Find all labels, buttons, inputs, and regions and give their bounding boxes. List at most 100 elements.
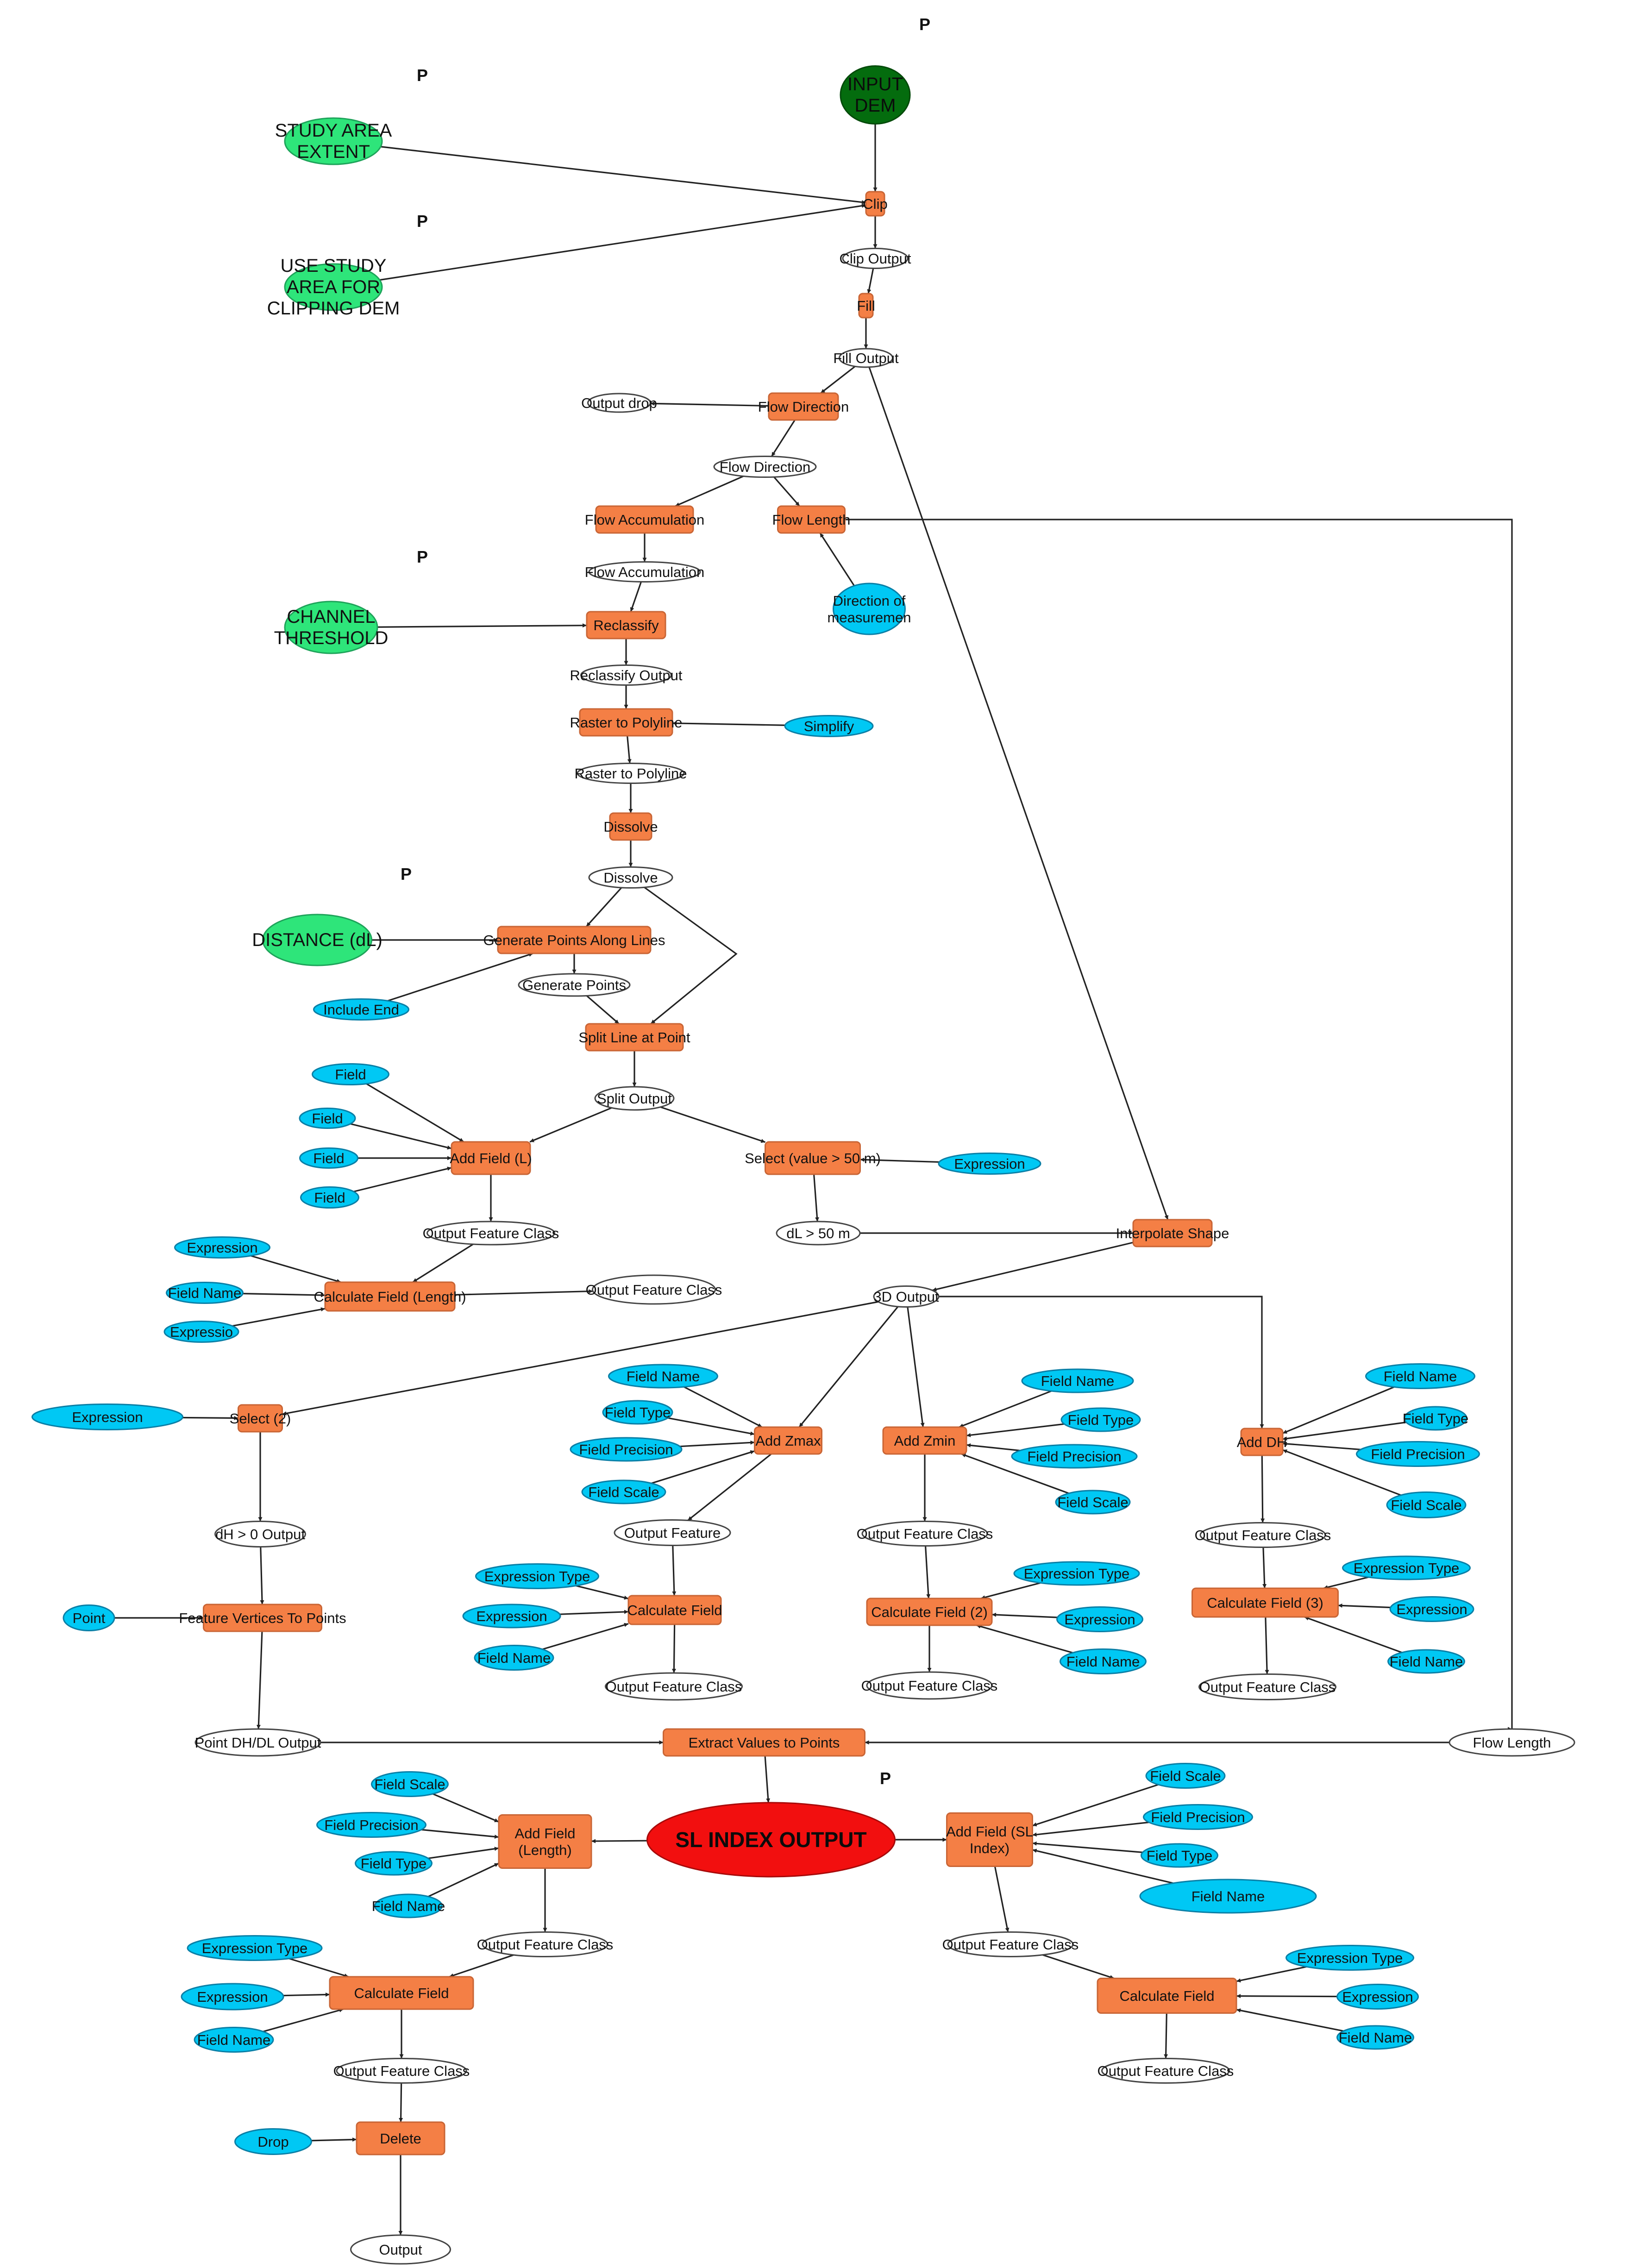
node-out-fc-cf: Output Feature Class <box>605 1672 743 1701</box>
node-add-dh: Add DH <box>1237 1428 1287 1456</box>
connector-zmax-field-precision-to-add-zmax <box>680 1440 755 1447</box>
node-calc-field: Calculate Field <box>627 1595 722 1625</box>
node-ellipse <box>1013 1561 1140 1586</box>
node-ellipse <box>374 1893 443 1918</box>
node-label: Flow Direction <box>758 399 849 415</box>
node-ellipse <box>1060 1648 1147 1674</box>
connector-feature-vertices-to-point-dhdl <box>256 1631 263 1729</box>
node-ellipse <box>300 1186 359 1209</box>
node-add-field-l: Add Field (L) <box>450 1141 532 1175</box>
connector-field-1-to-add-field-l <box>366 1083 464 1143</box>
node-label: Field <box>335 1066 366 1083</box>
node-ellipse <box>614 1519 731 1546</box>
process-box <box>768 392 839 421</box>
node-ellipse <box>284 601 378 654</box>
connector-cf3-expression-type-to-calc-field-3 <box>1323 1576 1369 1590</box>
connector-afl-field-scale-to-add-field-length <box>433 1793 499 1823</box>
node-ellipse <box>842 248 909 269</box>
node-cf2-field-name: Field Name <box>1060 1648 1147 1674</box>
node-afl-field-name: Field Name <box>372 1893 445 1918</box>
node-label: Flow Accumulation <box>585 564 704 580</box>
node-dh-field-precision: Field Precision <box>1356 1441 1480 1467</box>
node-label: Fill Output <box>833 350 899 366</box>
node-label: Delete <box>380 2130 421 2147</box>
node-label: Field <box>314 1190 345 1206</box>
node-ellipse <box>1101 2058 1230 2084</box>
node-ellipse <box>474 1645 554 1671</box>
node-label: Expression Type <box>202 1940 308 1956</box>
node-cfsl-expression: Expression <box>1336 1984 1419 2010</box>
node-field-3: Field <box>299 1147 358 1169</box>
process-box <box>329 1976 474 2010</box>
node-ellipse <box>570 1437 683 1462</box>
node-label: Field Scale <box>374 1776 445 1792</box>
node-label: Dissolve <box>603 870 658 886</box>
connector-cf2-expression-to-calc-field-2 <box>991 1612 1058 1618</box>
connector-out-fc-l-to-calc-field-length <box>412 1243 474 1283</box>
node-cfsl-field-name: Field Name <box>1336 2025 1414 2050</box>
connector-zmax-field-name-to-add-zmax <box>684 1386 763 1428</box>
node-ellipse <box>31 1403 183 1430</box>
node-label: Calculate Field (3) <box>1207 1595 1323 1611</box>
node-label: Output Feature Class <box>606 1679 742 1695</box>
node-label: Field Name <box>168 1285 242 1301</box>
connector-dh-field-type-to-add-dh <box>1282 1422 1406 1441</box>
connector-fill-output-to-interpolate-shape <box>868 367 1169 1220</box>
node-ellipse <box>462 1604 561 1629</box>
node-label: Field Scale <box>1057 1494 1128 1510</box>
node-output-3d: 3D Output <box>873 1285 940 1308</box>
node-label: Point <box>73 1610 106 1626</box>
node-dh-output: dH > 0 Output <box>214 1521 306 1548</box>
node-field-2: Field <box>299 1108 356 1129</box>
node-ellipse <box>784 715 874 737</box>
node-label: Output Feature Class <box>1199 1679 1336 1695</box>
node-ellipse <box>873 1285 940 1308</box>
connector-extract-values-to-sl-index-output <box>764 1755 771 1803</box>
node-reclassify-output: Reclassify Output <box>570 664 683 686</box>
connector-afl-field-precision-to-add-field-length <box>421 1829 499 1839</box>
node-label: Raster to Polyline <box>575 765 687 782</box>
connector-out-fc-dh-to-calc-field-3 <box>1262 1547 1267 1589</box>
node-zmin-field-name: Field Name <box>1021 1368 1134 1393</box>
node-ellipse <box>181 1983 284 2011</box>
node-label: Calculate Field (2) <box>871 1604 988 1620</box>
node-ellipse <box>839 348 893 368</box>
connector-cfl-field-name-to-calc-field-l <box>263 2008 344 2032</box>
node-label: Generate Points <box>522 977 626 993</box>
node-afsl-field-precision: Field Precision <box>1143 1804 1253 1830</box>
node-ellipse <box>580 664 672 686</box>
connector-clip-output-to-fill <box>867 268 874 294</box>
node-ellipse <box>1286 1945 1414 1971</box>
process-box <box>238 1404 283 1433</box>
node-generate-points-out: Generate Points <box>518 973 631 997</box>
node-afsl-field-scale: Field Scale <box>1145 1763 1226 1789</box>
node-label: dH > 0 Output <box>215 1526 305 1542</box>
node-label: Field Type <box>1403 1410 1468 1427</box>
process-box <box>946 1812 1033 1867</box>
node-out-fc-afl: Output Feature Class <box>477 1931 614 1957</box>
connector-dh-output-to-feature-vertices <box>260 1547 264 1605</box>
node-ellipse <box>861 1521 988 1547</box>
node-label: Output Feature Class <box>477 1936 614 1953</box>
node-label: Expression <box>476 1608 547 1624</box>
node-label: Expression <box>1342 1989 1413 2005</box>
node-label: Dissolve <box>603 819 658 835</box>
node-raster-to-polyline-out: Raster to Polyline <box>575 763 687 784</box>
node-cfsl-expression-type: Expression Type <box>1286 1945 1414 1971</box>
node-flow-length: Flow Length <box>772 505 850 534</box>
node-ellipse <box>608 1364 718 1389</box>
node-ellipse <box>1356 1441 1480 1467</box>
node-afsl-field-type: Field Type <box>1141 1843 1218 1868</box>
connector-fill-output-to-flow-direction <box>820 365 856 394</box>
node-ellipse <box>313 998 409 1021</box>
node-point-dhdl: Point DH/DL Output <box>194 1728 321 1757</box>
node-label: Field Name <box>1041 1373 1115 1389</box>
node-cfl-expression: Expression <box>181 1983 284 2011</box>
node-ellipse <box>316 1812 426 1838</box>
process-box <box>663 1728 865 1757</box>
connector-output-3d-to-add-zmax <box>798 1306 899 1428</box>
connector-select-50-to-dl-50 <box>813 1174 819 1222</box>
